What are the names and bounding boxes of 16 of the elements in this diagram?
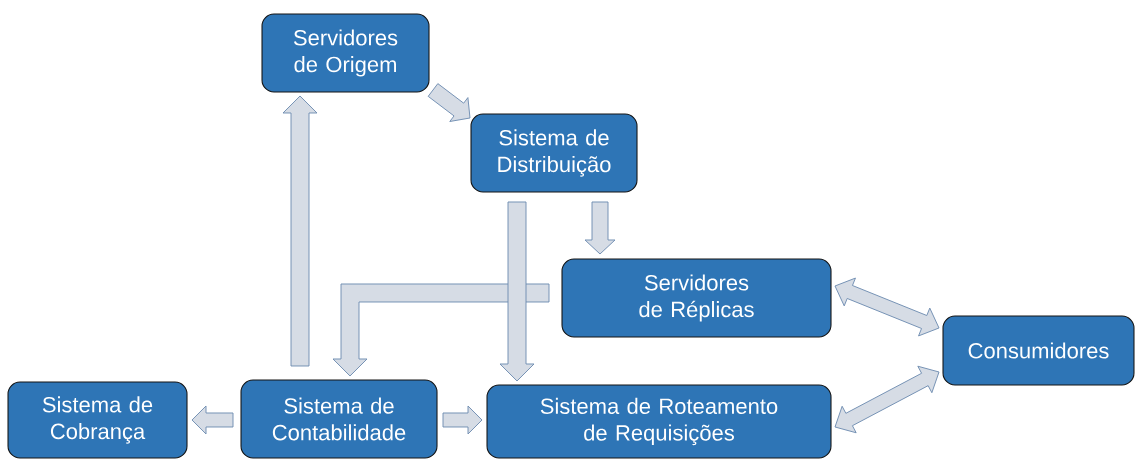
process-box: Consumidores [942,315,1135,386]
block-arrow [427,83,471,122]
block-arrow [834,365,940,434]
block-arrow [191,405,234,435]
process-box: Sistema de Distribuição [470,113,638,193]
block-arrow [282,95,318,367]
process-box: Servidores de Origem [261,13,430,93]
process-box: Sistema de Contabilidade [240,379,438,459]
block-arrow [834,277,940,337]
process-box: Sistema de Roteamento de Requisições [486,384,832,459]
block-arrow [499,201,535,382]
process-box: Servidores de Réplicas [561,258,832,338]
block-arrow [442,405,483,435]
block-arrow [332,283,550,377]
block-arrow [584,201,616,255]
process-box: Sistema de Cobrança [7,381,188,459]
